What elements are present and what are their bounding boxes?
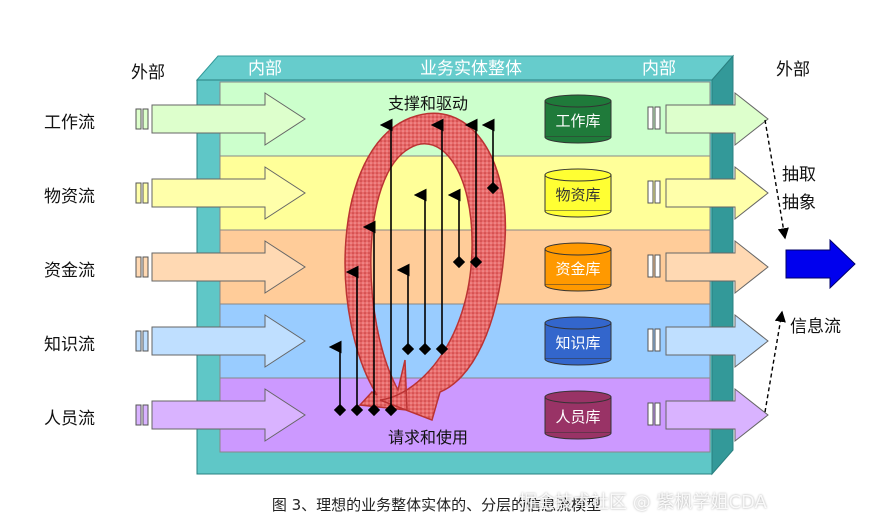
info-flow-label: 信息流: [790, 317, 841, 337]
flow-tick-left: [135, 330, 142, 352]
flow-tick-right: [654, 402, 661, 426]
arrow-diamond: [333, 403, 347, 417]
database-0: [544, 94, 612, 144]
database-label-0: 工作库: [555, 112, 601, 130]
flow-label-3: 知识流: [44, 335, 95, 355]
arrow-diamond: [367, 403, 381, 417]
flow-tick-right: [654, 328, 661, 352]
flow-tick-right: [647, 180, 654, 204]
flow-arrow-out: [665, 313, 769, 369]
flow-tick-right: [654, 180, 661, 204]
abstract-label-1: 抽取: [782, 165, 816, 185]
flow-tick-right: [654, 106, 661, 130]
database-label-2: 资金库: [555, 260, 601, 278]
outer-right-label: 外部: [776, 60, 810, 80]
flow-label-0: 工作流: [44, 113, 95, 133]
database-label-3: 知识库: [555, 334, 601, 352]
database-label-1: 物资库: [555, 186, 601, 204]
inner-right-label: 内部: [642, 59, 676, 79]
flow-tick-left: [142, 404, 149, 426]
flow-arrow-in: [151, 314, 306, 368]
info-flow-arrow: [785, 238, 856, 290]
flow-tick-right: [647, 106, 654, 130]
flow-arrow-out: [665, 239, 769, 295]
flow-label-1: 物资流: [44, 187, 95, 207]
flow-tick-right: [654, 254, 661, 278]
database-3: [544, 316, 612, 366]
flow-tick-left: [135, 182, 142, 204]
database-label-4: 人员库: [555, 408, 601, 426]
flow-label-4: 人员流: [44, 409, 95, 429]
flow-arrow-in: [151, 166, 306, 220]
flow-tick-left: [142, 256, 149, 278]
flow-tick-left: [135, 108, 142, 130]
outer-left-label: 外部: [131, 63, 165, 83]
abstract-arrow-top: [764, 119, 789, 240]
flow-tick-left: [135, 256, 142, 278]
database-4: [544, 390, 612, 440]
inner-left-label: 内部: [248, 59, 282, 79]
request-label: 请求和使用: [388, 428, 469, 447]
arrow-diamond: [452, 255, 466, 269]
flow-tick-left: [142, 182, 149, 204]
flow-arrow-in: [151, 92, 306, 146]
abstract-arrow-bottom: [764, 310, 786, 413]
flow-arrow-out: [665, 91, 769, 147]
abstract-label-2: 抽象: [782, 193, 816, 213]
flow-tick-left: [142, 330, 149, 352]
arrow-diamond: [469, 255, 483, 269]
cycle-loop: [344, 112, 507, 421]
arrow-diamond: [350, 403, 364, 417]
arrow-diamond: [435, 342, 449, 356]
flow-tick-right: [647, 254, 654, 278]
flow-tick-right: [647, 328, 654, 352]
flow-arrow-in: [151, 240, 306, 294]
flow-tick-right: [647, 402, 654, 426]
database-2: [544, 242, 612, 292]
arrow-diamond: [486, 181, 500, 195]
flow-label-2: 资金流: [44, 261, 95, 281]
database-1: [544, 168, 612, 218]
arrow-diamond: [401, 342, 415, 356]
flow-tick-left: [135, 404, 142, 426]
watermark: 掘金技术社区 @ 紫枫学姐CDA: [519, 492, 767, 513]
entity-title: 业务实体整体: [420, 59, 522, 79]
figure-caption: 图 3、理想的业务整体实体的、分层的信息流模型: [271, 496, 602, 514]
flow-tick-left: [142, 108, 149, 130]
flow-arrow-out: [665, 387, 769, 443]
arrow-diamond: [384, 403, 398, 417]
support-label: 支撑和驱动: [388, 94, 469, 113]
flow-arrow-in: [151, 388, 306, 442]
arrow-diamond: [418, 342, 432, 356]
flow-arrow-out: [665, 165, 769, 221]
